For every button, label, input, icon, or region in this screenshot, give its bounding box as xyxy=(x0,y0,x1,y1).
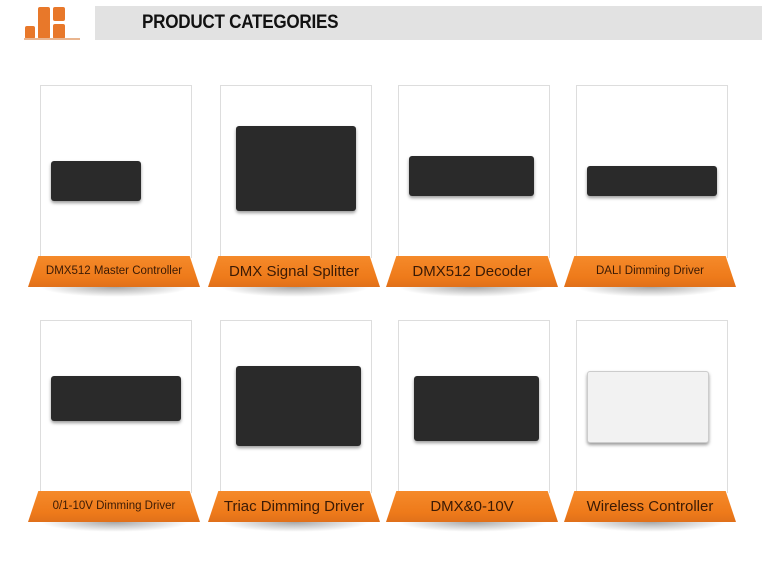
product-image[interactable] xyxy=(51,161,141,201)
label-shadow xyxy=(220,522,370,532)
category-label[interactable]: DALI Dimming Driver xyxy=(564,256,736,287)
category-card[interactable] xyxy=(576,85,728,258)
category-label[interactable]: DMX512 Master Controller xyxy=(28,256,200,287)
category-label[interactable]: Wireless Controller xyxy=(564,491,736,522)
label-shadow xyxy=(40,522,190,532)
category-card[interactable] xyxy=(40,85,192,258)
category-label[interactable]: DMX&0-10V xyxy=(386,491,558,522)
brand-logo xyxy=(24,5,80,41)
label-shadow xyxy=(576,522,726,532)
label-shadow xyxy=(398,287,548,297)
product-image[interactable] xyxy=(51,376,181,421)
category-card[interactable] xyxy=(40,320,192,493)
product-image[interactable] xyxy=(587,371,709,443)
page-title: PRODUCT CATEGORIES xyxy=(142,12,339,33)
category-label[interactable]: DMX Signal Splitter xyxy=(208,256,380,287)
label-shadow xyxy=(576,287,726,297)
product-image[interactable] xyxy=(587,166,717,196)
section-banner: PRODUCT CATEGORIES xyxy=(95,6,762,40)
category-card[interactable] xyxy=(220,85,372,258)
category-card[interactable] xyxy=(398,85,550,258)
product-image[interactable] xyxy=(236,126,356,211)
category-label[interactable]: Triac Dimming Driver xyxy=(208,491,380,522)
label-shadow xyxy=(220,287,370,297)
category-card[interactable] xyxy=(220,320,372,493)
category-label[interactable]: DMX512 Decoder xyxy=(386,256,558,287)
product-image[interactable] xyxy=(409,156,534,196)
logo-tagline xyxy=(24,38,80,40)
product-image[interactable] xyxy=(236,366,361,446)
category-card[interactable] xyxy=(576,320,728,493)
label-shadow xyxy=(40,287,190,297)
category-label[interactable]: 0/1-10V Dimming Driver xyxy=(28,491,200,522)
category-card[interactable] xyxy=(398,320,550,493)
product-image[interactable] xyxy=(414,376,539,441)
label-shadow xyxy=(398,522,548,532)
